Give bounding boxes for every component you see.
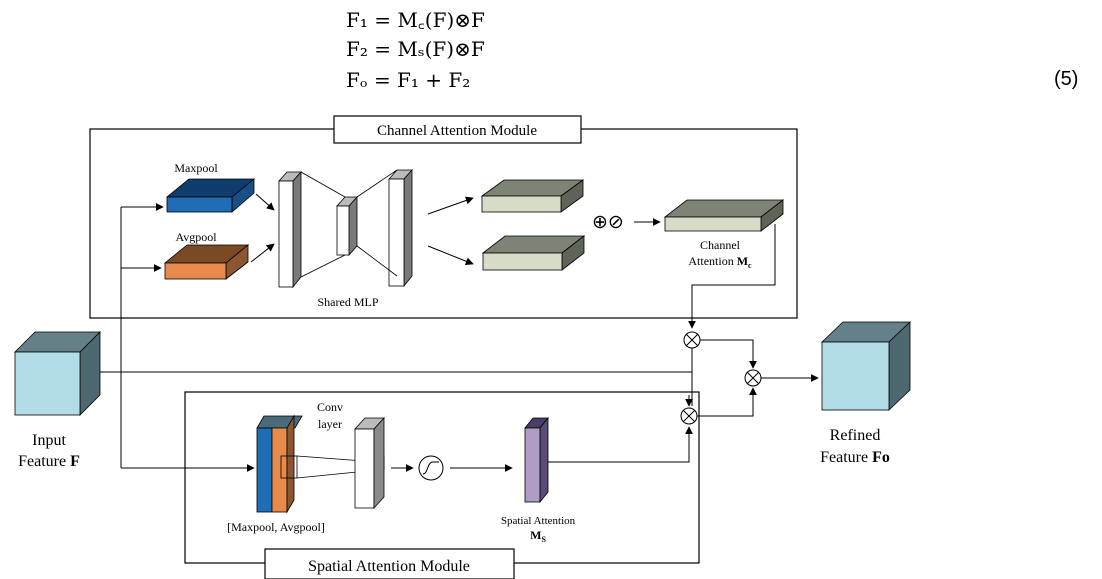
conv-label-line2: layer xyxy=(318,417,342,431)
spatial-attention-label-line2: MS xyxy=(530,528,546,544)
spatial-attention-label-line1: Spatial Attention xyxy=(501,515,576,527)
add-sigmoid-ops: ⊕⊘ xyxy=(592,212,624,233)
avgpool-label: Avgpool xyxy=(175,230,217,244)
avgpool-to-mlp-arrow xyxy=(250,243,275,263)
maxpool-block xyxy=(165,178,256,213)
spatial-module-title: Spatial Attention Module xyxy=(308,558,470,575)
sigmoid-icon xyxy=(418,455,444,481)
mlp-to-output1-arrow xyxy=(427,196,474,215)
channel-attention-to-multiply-arrow xyxy=(688,224,776,329)
input-feature-label-line1: Input xyxy=(32,432,66,449)
refined-feature-label-line2: Feature Fo xyxy=(820,449,890,466)
equation-number: (5) xyxy=(1054,68,1079,90)
pooled-stack-label: [Maxpool, Avgpool] xyxy=(227,520,325,534)
shared-mlp xyxy=(278,168,413,289)
spatial-map-to-multiply-arrow xyxy=(548,426,693,463)
channel-module-title: Channel Attention Module xyxy=(377,123,537,139)
spatial-product-to-combine-arrow xyxy=(697,387,757,417)
spatial-module-title-box xyxy=(264,548,515,579)
conv-label-line1: Conv xyxy=(317,400,343,414)
pooled-stack-block xyxy=(256,414,303,514)
equation-fo: Fₒ = F₁ + F₂ xyxy=(346,68,471,92)
mlp-output-max xyxy=(480,179,585,213)
channel-product-to-combine-arrow xyxy=(700,339,757,369)
channel-attention-label-line2: Attention Mc xyxy=(688,254,752,270)
maxpool-label: Maxpool xyxy=(174,161,218,175)
channel-attention-map xyxy=(663,199,785,232)
refined-feature-label-line1: Refined xyxy=(830,427,881,444)
multiply-node-channel xyxy=(683,331,701,349)
avgpool-block xyxy=(163,244,250,280)
mlp-to-output2-arrow xyxy=(427,245,474,266)
shared-mlp-label: Shared MLP xyxy=(318,295,379,309)
multiply-node-spatial xyxy=(680,407,698,425)
spatial-attention-map xyxy=(524,416,549,504)
equation-f2: F₂ = Mₛ(F)⊗F xyxy=(346,37,485,61)
channel-module-title-box xyxy=(333,115,582,144)
mlp-output-avg xyxy=(481,235,586,271)
channel-attention-label-line1: Channel xyxy=(700,238,741,252)
equation-f1: F₁ = M꜀(F)⊗F xyxy=(346,8,485,32)
maxpool-to-mlp-arrow xyxy=(255,193,275,211)
conv-layer-block xyxy=(354,416,385,510)
input-feature-cube xyxy=(14,331,101,416)
combine-node xyxy=(744,369,762,387)
input-feature-label-line2: Feature F xyxy=(18,453,80,470)
refined-feature-cube xyxy=(821,321,911,411)
